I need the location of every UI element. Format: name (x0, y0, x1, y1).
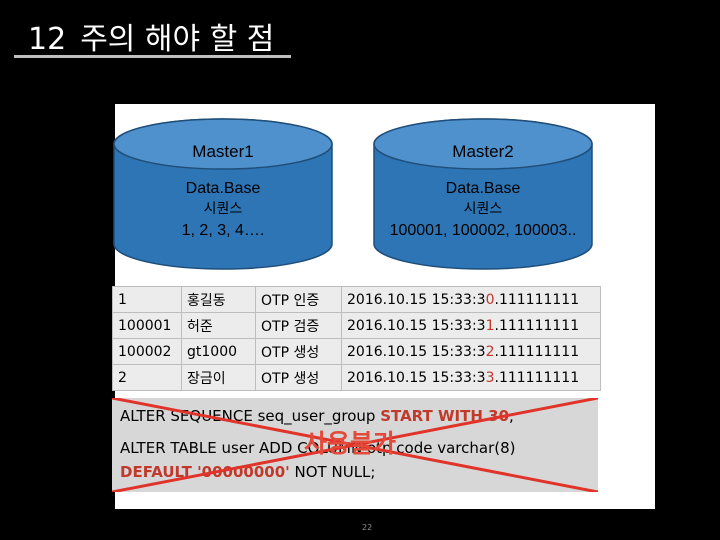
cell-user: gt1000 (181, 338, 256, 365)
cell-action: OTP 생성 (255, 338, 342, 365)
cell-id: 100002 (112, 338, 182, 365)
database-cylinder-master1: Master1 Data.Base 시퀀스 1, 2, 3, 4…. (113, 118, 333, 270)
cell-user: 장금이 (181, 364, 256, 391)
sequence-values: 100001, 100002, 100003.. (389, 222, 577, 239)
cell-user: 홍길동 (181, 286, 256, 313)
sequence-values: 1, 2, 3, 4…. (181, 222, 265, 239)
database-label: Data.Base (445, 180, 521, 197)
cell-id: 2 (112, 364, 182, 391)
cylinder-icon (373, 118, 593, 270)
cell-timestamp: 2016.10.15 15:33:33.111111111 (341, 364, 601, 391)
cell-user: 허준 (181, 312, 256, 339)
cylinder-icon (113, 118, 333, 270)
cell-timestamp: 2016.10.15 15:33:31.111111111 (341, 312, 601, 339)
cell-action: OTP 인증 (255, 286, 342, 313)
slide-number: 12 (28, 22, 67, 57)
sequence-label: 시퀀스 (203, 201, 243, 217)
sql-code-box: ALTER SEQUENCE seq_user_group START WITH… (112, 398, 598, 492)
database-cylinder-master2: Master2 Data.Base 시퀀스 100001, 100002, 10… (373, 118, 593, 270)
sequence-label: 시퀀스 (463, 201, 503, 217)
page-number: 22 (362, 523, 373, 532)
cell-timestamp: 2016.10.15 15:33:30.111111111 (341, 286, 601, 313)
sql-line-3: DEFAULT '00000000' NOT NULL; (120, 463, 376, 481)
database-body: Data.Base 시퀀스 100001, 100002, 100003.. (373, 178, 593, 241)
database-name: Master2 (452, 142, 514, 161)
table-row: 2 장금이 OTP 생성 2016.10.15 15:33:33.1111111… (112, 364, 601, 391)
cell-id: 1 (112, 286, 182, 313)
cross-out-icon (112, 398, 598, 492)
table-row: 1 홍길동 OTP 인증 2016.10.15 15:33:30.1111111… (112, 286, 601, 313)
slide-title: 12 주의 해야 할 점 (28, 14, 274, 58)
table-row: 100001 허준 OTP 검증 2016.10.15 15:33:31.111… (112, 312, 601, 339)
sql-line-2: ALTER TABLE user ADD COLUMN otp code var… (120, 439, 516, 457)
otp-log-table: 1 홍길동 OTP 인증 2016.10.15 15:33:30.1111111… (112, 286, 601, 391)
unavailable-label: 사용불가 (304, 429, 397, 458)
table-row: 100002 gt1000 OTP 생성 2016.10.15 15:33:32… (112, 338, 601, 365)
cell-id: 100001 (112, 312, 182, 339)
cell-action: OTP 검증 (255, 312, 342, 339)
cell-timestamp: 2016.10.15 15:33:32.111111111 (341, 338, 601, 365)
database-body: Data.Base 시퀀스 1, 2, 3, 4…. (113, 178, 333, 241)
title-underline (14, 55, 291, 58)
slide-title-text: 주의 해야 할 점 (80, 22, 275, 57)
database-label: Data.Base (185, 180, 261, 197)
cell-action: OTP 생성 (255, 364, 342, 391)
database-name: Master1 (192, 142, 254, 161)
